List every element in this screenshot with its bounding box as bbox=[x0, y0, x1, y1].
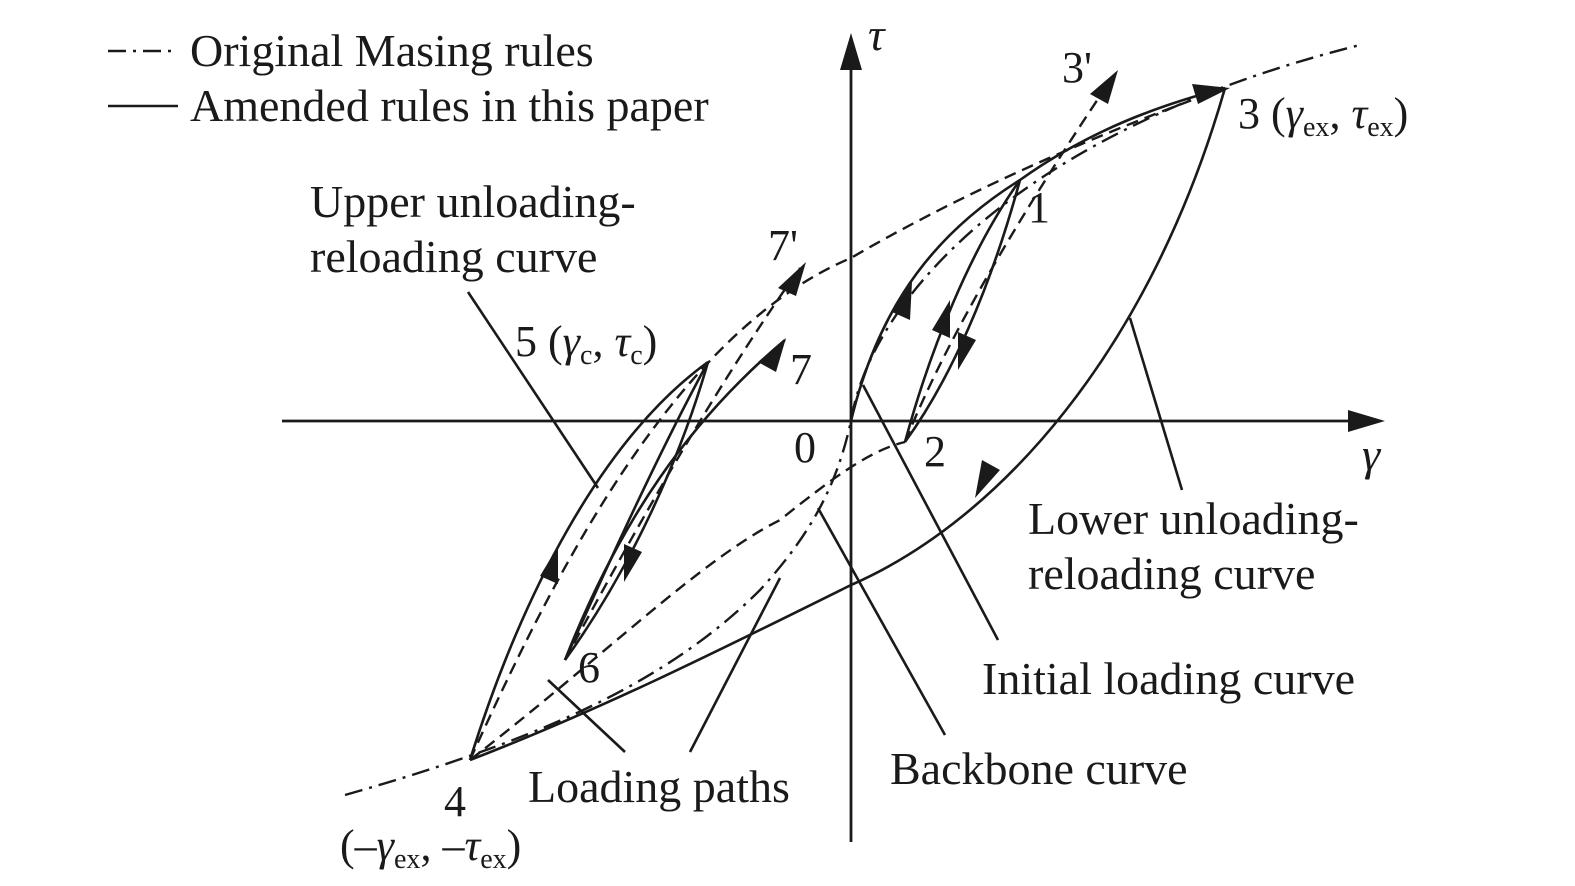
arrow-unload-1-2 bbox=[958, 332, 976, 370]
point-3prime-label: 3' bbox=[1062, 43, 1092, 92]
point-4-label: 4 bbox=[444, 777, 466, 826]
arrow-reload-2-1 bbox=[932, 300, 950, 338]
arrow-initial-loading bbox=[892, 282, 912, 320]
arrow-unload-3-4 bbox=[975, 460, 1000, 498]
unloading-5-to-6 bbox=[563, 361, 710, 661]
amended-curves bbox=[468, 84, 1230, 762]
leader-backbone bbox=[816, 507, 947, 736]
y-axis-arrowhead bbox=[840, 33, 862, 70]
point-2-label: 2 bbox=[924, 427, 946, 476]
upper-reloading-curve-4-to-5 bbox=[468, 360, 709, 761]
lower-curve-label-line2: reloading curve bbox=[1028, 548, 1315, 599]
point-1-label: 1 bbox=[1028, 183, 1050, 232]
x-axis-label: γ bbox=[1362, 429, 1382, 480]
leader-loading-path-a bbox=[547, 679, 626, 753]
upper-curve-label-line2: reloading curve bbox=[310, 231, 597, 282]
lower-unloading-curve-3-to-4 bbox=[469, 87, 1227, 762]
point-5-label: 5 (γc, τc) bbox=[515, 317, 657, 371]
leader-initial-loading bbox=[861, 384, 1000, 641]
reloading-6-to-7 bbox=[563, 339, 786, 661]
unloading-1-to-2 bbox=[903, 179, 1022, 443]
dashed-branch-2-to-3prime bbox=[903, 77, 1113, 443]
legend-original-label: Original Masing rules bbox=[190, 25, 594, 76]
point-labels: 1 2 3 (γex, τex) 3' 4 (–γex, –τex) 5 (γc… bbox=[340, 43, 1408, 875]
backbone-label: Backbone curve bbox=[890, 743, 1188, 794]
legend: Original Masing rules Amended rules in t… bbox=[108, 25, 709, 131]
point-6-label: 6 bbox=[578, 643, 600, 692]
initial-loading-curve bbox=[849, 86, 1226, 422]
loading-paths-label: Loading paths bbox=[528, 761, 790, 812]
legend-amended-label: Amended rules in this paper bbox=[190, 80, 709, 131]
reloading-2-to-1 bbox=[903, 179, 1022, 443]
masing-lower-branch bbox=[469, 440, 906, 761]
lower-curve-label-line1: Lower unloading- bbox=[1028, 493, 1359, 544]
leader-loading-path-b bbox=[688, 577, 782, 753]
x-axis-arrowhead bbox=[1348, 410, 1385, 432]
leader-lower-curve bbox=[1128, 317, 1184, 491]
arrow-to-3 bbox=[1192, 84, 1230, 104]
annotations: Upper unloading- reloading curve Lower u… bbox=[310, 176, 1359, 812]
dashed-branch-6-to-7prime bbox=[563, 267, 801, 661]
leader-upper-curve bbox=[466, 291, 600, 489]
point-4-coords-label: (–γex, –τex) bbox=[340, 821, 521, 875]
point-3-label: 3 (γex, τex) bbox=[1238, 89, 1408, 143]
origin-label: 0 bbox=[794, 423, 816, 472]
y-axis-label: τ bbox=[868, 9, 886, 60]
reloading-6-to-5 bbox=[563, 361, 710, 661]
arrow-to-7 bbox=[758, 338, 786, 372]
leader-lines bbox=[466, 291, 1184, 753]
point-7-label: 7 bbox=[790, 345, 812, 394]
arrow-to-3prime bbox=[1090, 70, 1118, 104]
arrow-unload-5-6 bbox=[624, 544, 642, 582]
point-7prime-label: 7' bbox=[768, 221, 798, 270]
axes: γ τ 0 bbox=[282, 9, 1385, 842]
initial-loading-label: Initial loading curve bbox=[982, 653, 1355, 704]
arrow-to-7prime bbox=[778, 262, 806, 296]
arrow-reload-4-5 bbox=[540, 546, 558, 584]
upper-curve-label-line1: Upper unloading- bbox=[310, 176, 636, 227]
